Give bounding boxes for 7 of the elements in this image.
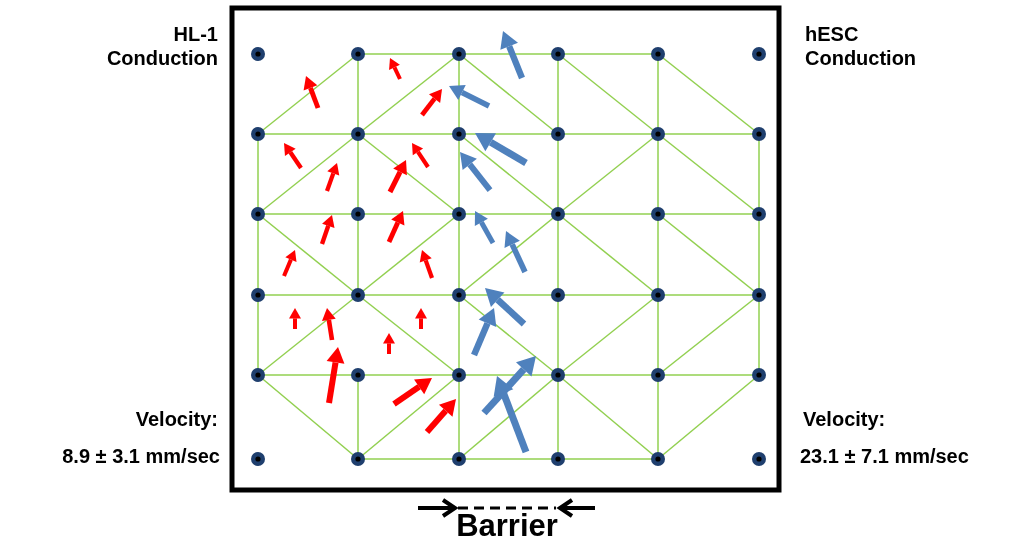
- velocity-label: Velocity:: [134, 407, 218, 431]
- velocity-label: 23.1 ± 7.1 mm/sec: [800, 444, 970, 468]
- region-label: HL-1 Conduction: [105, 22, 218, 70]
- velocity-label: Velocity:: [803, 407, 887, 431]
- barrier-label: Barrier: [455, 514, 559, 538]
- region-label: hESC Conduction: [805, 22, 918, 70]
- velocity-label: 8.9 ± 3.1 mm/sec: [61, 444, 220, 468]
